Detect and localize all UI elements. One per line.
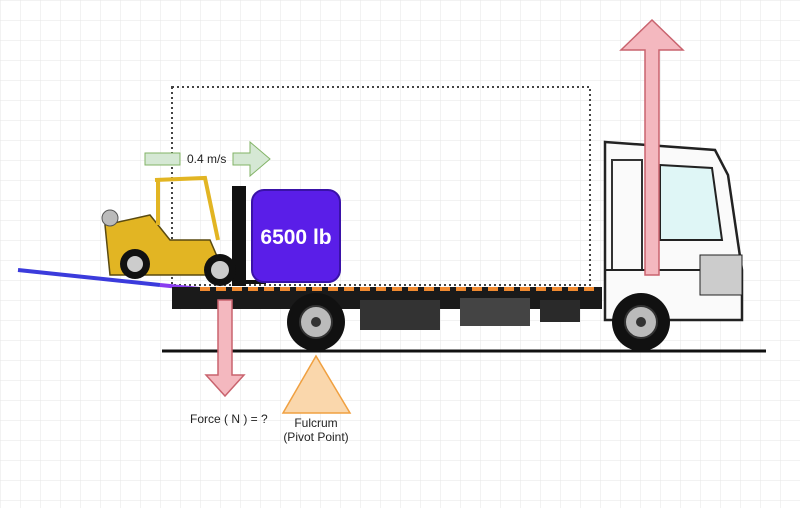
load-box [251,189,341,283]
fulcrum-sub-label: (Pivot Point) [283,430,348,444]
forklift [101,175,266,286]
cargo-outline [171,86,591,286]
downward-force-arrow [204,299,246,398]
load-label: 6500 lb [260,226,331,249]
rear-wheel [287,293,345,351]
velocity-arrow [144,140,271,178]
truck [172,140,744,351]
force-label: Force ( N ) = ? [190,412,268,426]
velocity-label: 0.4 m/s [187,152,226,166]
fulcrum-triangle [281,354,352,414]
front-wheel [612,293,670,351]
upward-force-arrow [619,18,685,276]
fulcrum-label: Fulcrum [294,416,337,430]
